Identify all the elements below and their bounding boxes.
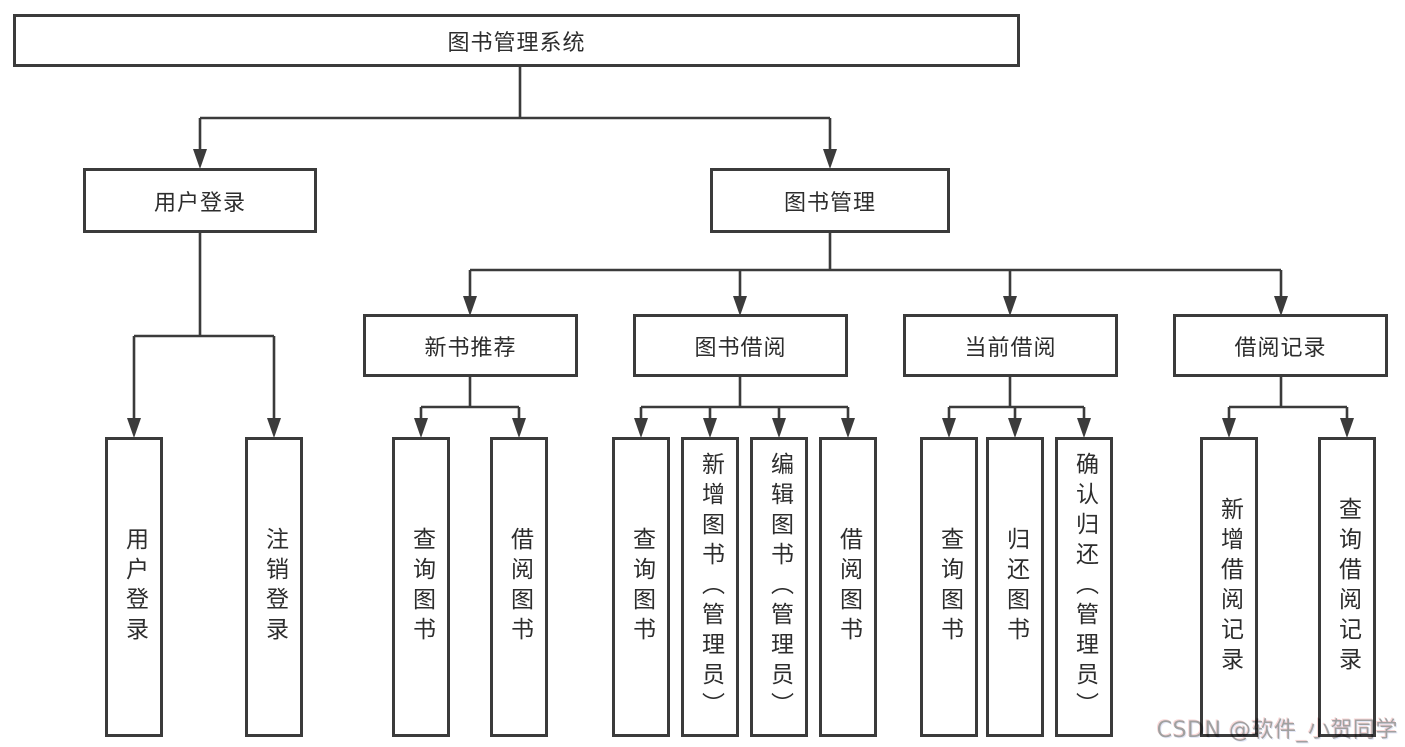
leaf-add-books-admin: 新增图书（管理员） [681, 437, 739, 737]
leaf-user-login: 用户登录 [105, 437, 163, 737]
leaf-query-books-recommend: 查询图书 [392, 437, 450, 737]
leaf-query-books-borrow: 查询图书 [612, 437, 670, 737]
node-book-borrow: 图书借阅 [633, 314, 848, 377]
leaf-borrow-books-recommend: 借阅图书 [490, 437, 548, 737]
leaf-borrow-books: 借阅图书 [819, 437, 877, 737]
node-library-system: 图书管理系统 [13, 14, 1020, 67]
leaf-return-books: 归还图书 [986, 437, 1044, 737]
leaf-logout-login: 注销登录 [245, 437, 303, 737]
node-borrow-records: 借阅记录 [1173, 314, 1388, 377]
node-current-borrow: 当前借阅 [903, 314, 1118, 377]
node-user-login: 用户登录 [83, 168, 317, 233]
leaf-query-borrow-record: 查询借阅记录 [1318, 437, 1376, 737]
leaf-edit-books-admin: 编辑图书（管理员） [750, 437, 808, 737]
leaf-query-books-current: 查询图书 [920, 437, 978, 737]
csdn-watermark: CSDN @软件_小贺同学 [1156, 718, 1398, 743]
node-book-management: 图书管理 [710, 168, 950, 233]
leaf-confirm-return-admin: 确认归还（管理员） [1055, 437, 1113, 737]
leaf-add-borrow-record: 新增借阅记录 [1200, 437, 1258, 737]
node-new-book-recommend: 新书推荐 [363, 314, 578, 377]
